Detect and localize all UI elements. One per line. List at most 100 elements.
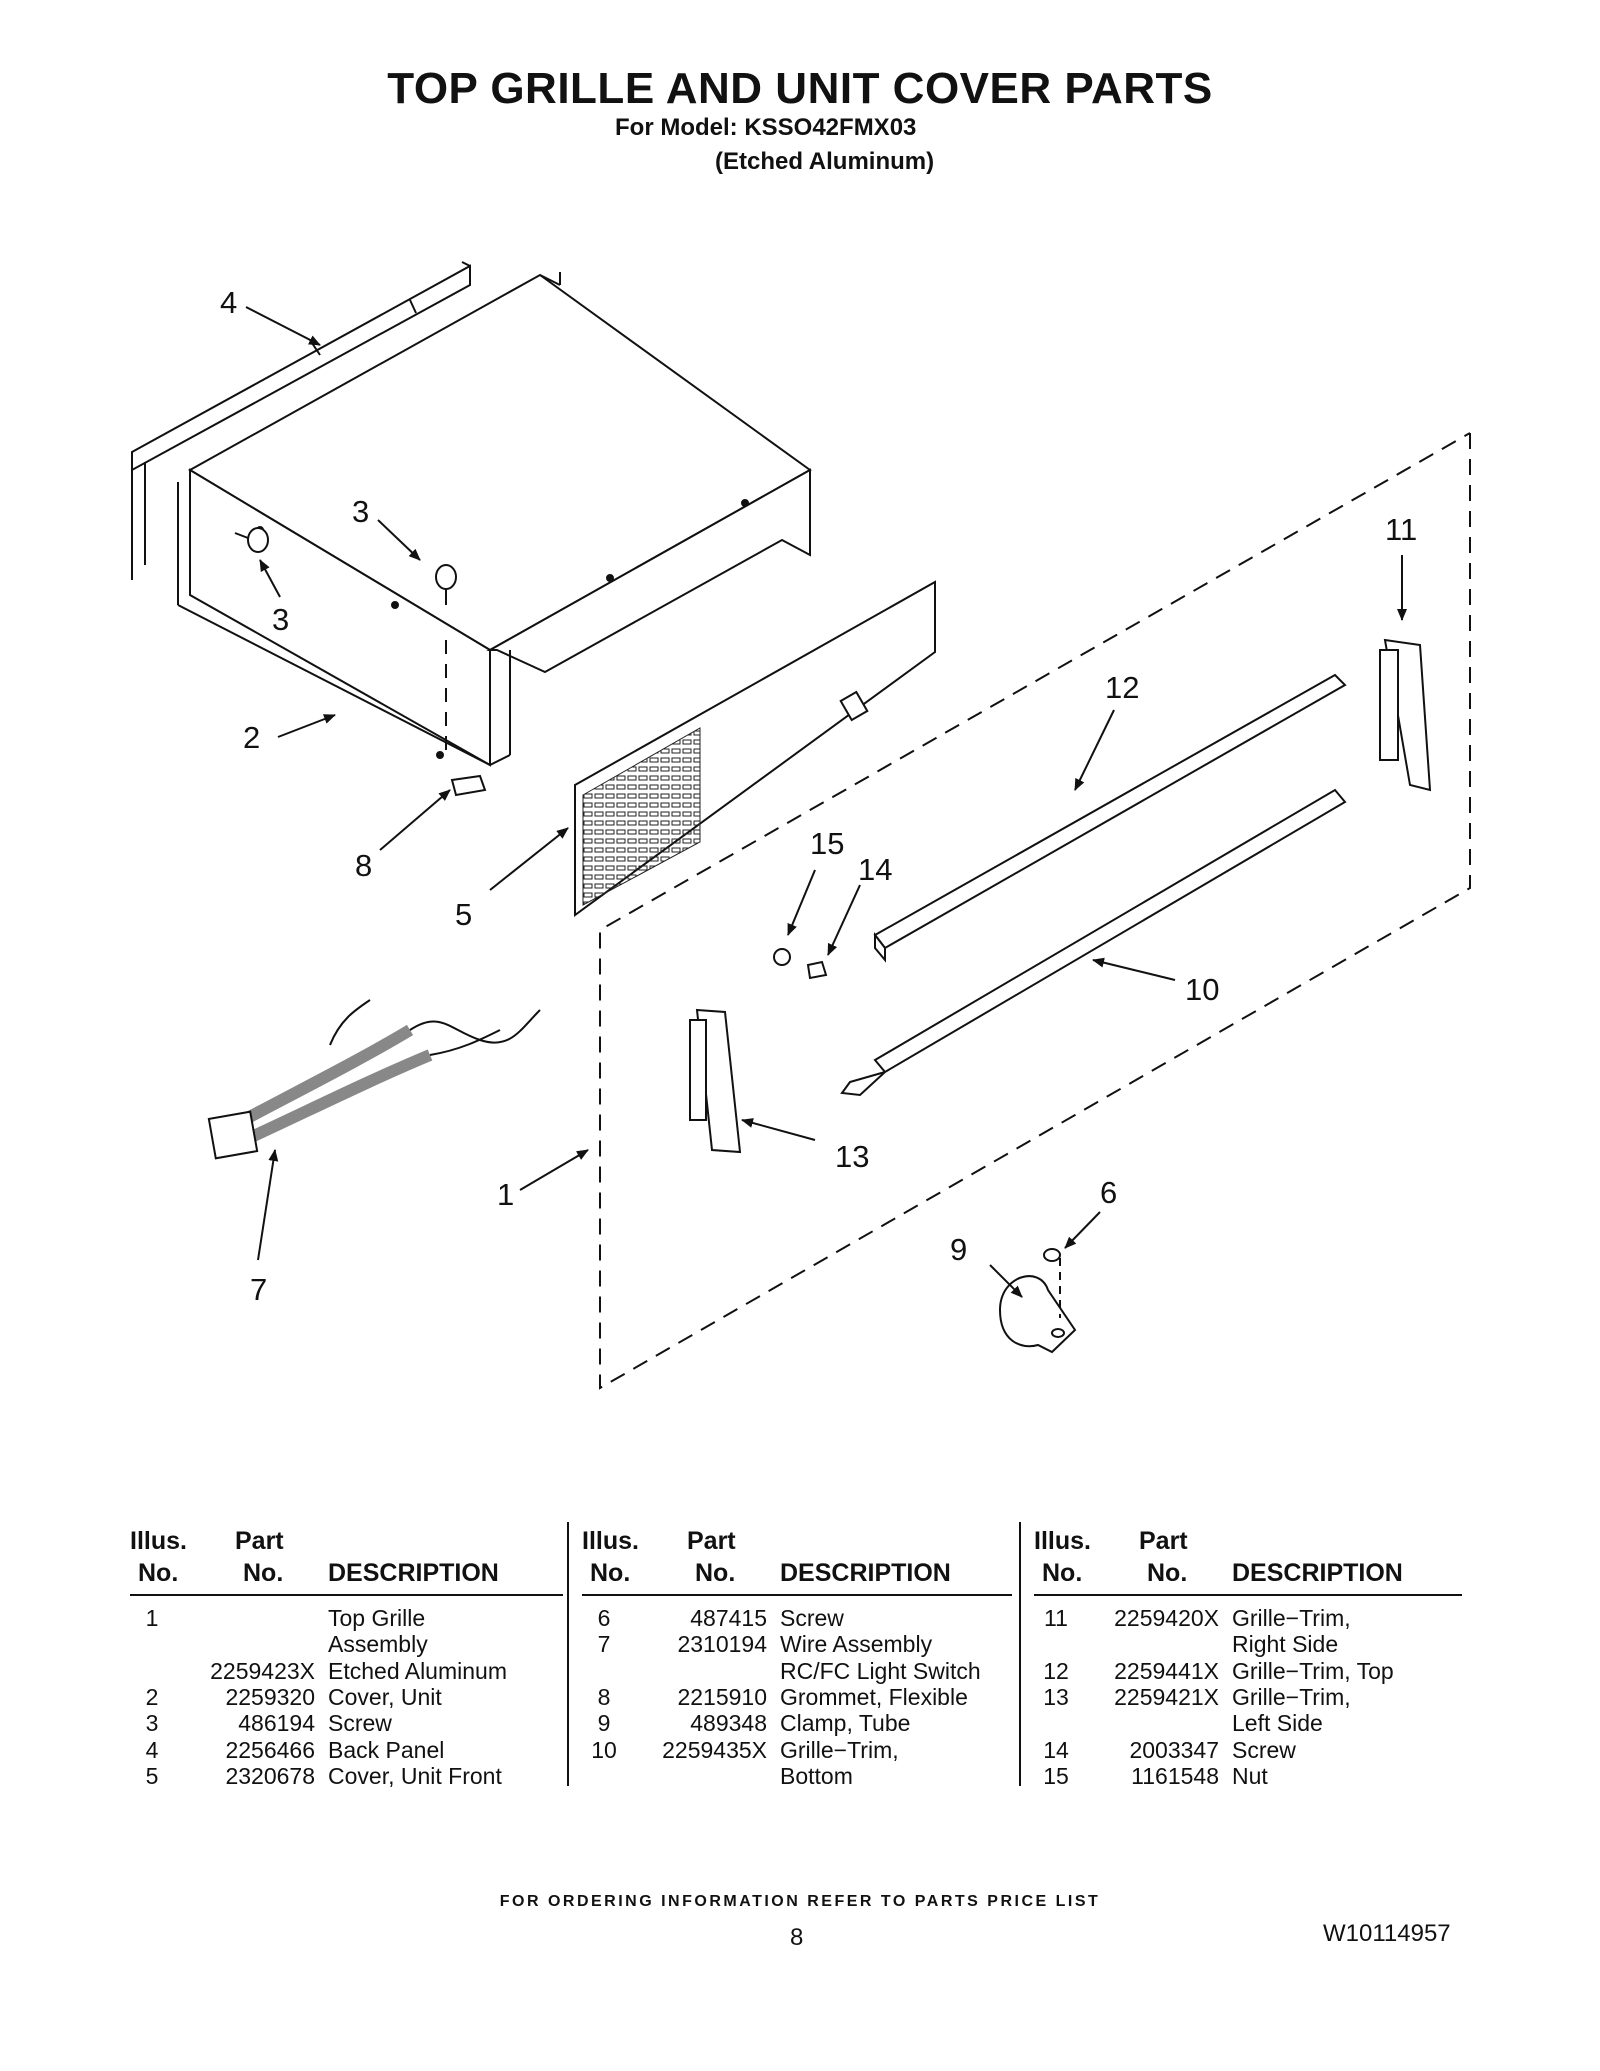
part-number: 2259441X — [1114, 1657, 1219, 1684]
callout-10: 10 — [1185, 972, 1219, 1007]
callout-9: 9 — [950, 1232, 967, 1267]
callout-7: 7 — [250, 1272, 267, 1307]
header-part-no: No. — [695, 1559, 736, 1587]
header-illus: Illus. — [130, 1527, 187, 1555]
description: Etched Aluminum — [328, 1657, 507, 1684]
illus-number: 2 — [145, 1683, 159, 1710]
illus-number: 11 — [1044, 1605, 1068, 1631]
description: Grille−Trim, — [780, 1736, 899, 1763]
illus-number: 4 — [145, 1736, 159, 1763]
description: Bottom — [780, 1762, 853, 1789]
illus-number: 9 — [597, 1710, 611, 1737]
header-illus: Illus. — [582, 1527, 639, 1555]
part-number: 2003347 — [1129, 1736, 1219, 1763]
header-description: DESCRIPTION — [780, 1559, 951, 1587]
tube-clamp — [998, 1248, 1077, 1354]
callout-3-side: 3 — [272, 602, 289, 637]
callout-14: 14 — [858, 852, 892, 887]
unit-front-cover — [574, 580, 936, 917]
description: Grommet, Flexible — [780, 1683, 968, 1710]
column-divider — [567, 1522, 569, 1786]
page-number: 8 — [790, 1924, 804, 1951]
header-illus-no: No. — [590, 1559, 631, 1587]
part-number: 2259423X — [210, 1657, 315, 1684]
illus-number: 10 — [591, 1736, 617, 1763]
page-title: TOP GRILLE AND UNIT COVER PARTS — [387, 64, 1213, 113]
illus-number: 14 — [1043, 1736, 1069, 1763]
description: Back Panel — [328, 1736, 445, 1763]
table-rule — [130, 1594, 563, 1596]
illus-number: 7 — [597, 1631, 611, 1658]
grille-trim-left-side — [689, 1008, 742, 1154]
header-illus: Illus. — [1034, 1527, 1091, 1555]
illus-number: 8 — [597, 1683, 611, 1710]
part-number: 487415 — [690, 1605, 767, 1631]
header-illus-no: No. — [1042, 1559, 1083, 1587]
description: Grille−Trim, Top — [1232, 1657, 1394, 1684]
header-part: Part — [1139, 1527, 1188, 1555]
description: RC/FC Light Switch — [780, 1657, 981, 1684]
table-rule — [1034, 1594, 1462, 1596]
ordering-note: FOR ORDERING INFORMATION REFER TO PARTS … — [499, 1893, 1101, 1910]
callout-8: 8 — [355, 848, 372, 883]
illus-number: 6 — [597, 1605, 611, 1631]
description: Grille−Trim, — [1232, 1683, 1351, 1710]
callout-1: 1 — [497, 1177, 514, 1212]
back-panel — [131, 261, 471, 580]
part-number: 1161548 — [1131, 1762, 1219, 1789]
illus-number: 15 — [1043, 1762, 1069, 1789]
grille-trim-bottom — [840, 788, 1347, 1097]
callout-6: 6 — [1100, 1175, 1117, 1210]
part-number: 486194 — [238, 1710, 315, 1737]
grille-trim-right-side — [1379, 638, 1432, 792]
callout-5: 5 — [455, 897, 472, 932]
callout-3-top: 3 — [352, 494, 369, 529]
part-number: 2259420X — [1114, 1605, 1219, 1631]
part-number: 2259435X — [662, 1736, 767, 1763]
grommet — [450, 774, 487, 797]
header-part: Part — [235, 1527, 284, 1555]
screw-and-nut — [773, 948, 828, 980]
description: Left Side — [1232, 1710, 1323, 1737]
leader-arrows — [245, 306, 1407, 1298]
description: Cover, Unit Front — [328, 1762, 502, 1789]
callout-2: 2 — [243, 720, 260, 755]
callout-15: 15 — [810, 826, 844, 861]
callout-13: 13 — [835, 1139, 869, 1174]
description: Nut — [1232, 1762, 1268, 1789]
column-divider — [1019, 1522, 1021, 1786]
description: Top Grille — [328, 1605, 426, 1631]
description: Grille−Trim, — [1232, 1605, 1351, 1631]
header-description: DESCRIPTION — [328, 1559, 499, 1587]
header-part-no: No. — [243, 1559, 284, 1587]
description: Right Side — [1232, 1631, 1339, 1658]
part-number: 2320678 — [225, 1762, 315, 1789]
part-number: 2215910 — [677, 1683, 767, 1710]
illus-number: 5 — [145, 1762, 159, 1789]
table-rule — [582, 1594, 1012, 1596]
illus-number: 3 — [145, 1710, 159, 1737]
header-part: Part — [687, 1527, 736, 1555]
header-part-no: No. — [1147, 1559, 1188, 1587]
illus-number: 13 — [1043, 1683, 1069, 1710]
part-number: 2256466 — [225, 1736, 315, 1763]
finish-line: (Etched Aluminum) — [715, 148, 935, 175]
callout-12: 12 — [1105, 670, 1139, 705]
screws — [234, 527, 457, 760]
document-number: W10114957 — [1323, 1920, 1451, 1947]
description: Assembly — [328, 1631, 428, 1658]
description: Screw — [780, 1605, 844, 1631]
top-grille-assembly-outline — [599, 432, 1471, 1390]
description: Cover, Unit — [328, 1683, 442, 1710]
description: Clamp, Tube — [780, 1710, 911, 1737]
description: Screw — [328, 1710, 392, 1737]
illus-number: 12 — [1043, 1657, 1069, 1684]
unit-cover — [177, 272, 812, 767]
description: Screw — [1232, 1736, 1296, 1763]
part-number: 2259421X — [1114, 1683, 1219, 1710]
header-description: DESCRIPTION — [1232, 1559, 1403, 1587]
description: Wire Assembly — [780, 1631, 933, 1658]
part-number: 2259320 — [225, 1683, 315, 1710]
part-number: 489348 — [690, 1710, 767, 1737]
illus-number: 1 — [145, 1605, 159, 1631]
